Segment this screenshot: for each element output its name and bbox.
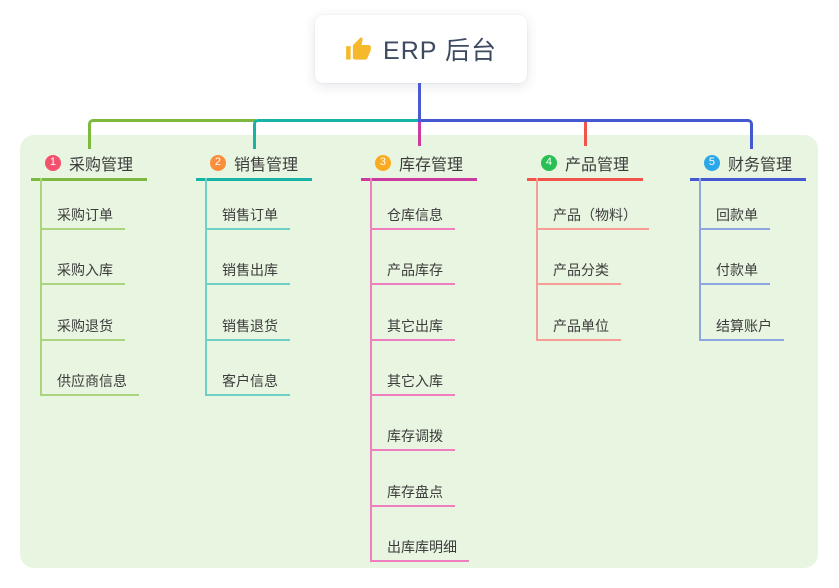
child-node[interactable]: 销售退货 [205, 311, 290, 341]
child-node[interactable]: 产品（物料） [536, 200, 649, 230]
child-node[interactable]: 采购退货 [40, 311, 125, 341]
branch-node-4[interactable]: 4 产品管理 [527, 150, 643, 181]
branch-label: 产品管理 [564, 156, 629, 174]
child-node[interactable]: 结算账户 [699, 311, 784, 341]
branch-label: 销售管理 [233, 156, 298, 174]
thumbs-up-icon [346, 36, 371, 60]
child-node[interactable]: 付款单 [699, 255, 770, 286]
child-node[interactable]: 销售订单 [205, 200, 290, 230]
connector-branch-1 [88, 119, 256, 149]
branch-label: 库存管理 [398, 156, 463, 174]
connector-branch-2 [253, 119, 424, 149]
child-node[interactable]: 产品库存 [370, 255, 455, 286]
branch-badge: 2 [209, 154, 226, 171]
branch-node-5[interactable]: 5 财务管理 [690, 150, 806, 181]
child-node[interactable]: 回款单 [699, 200, 770, 230]
branch-label: 财务管理 [727, 156, 792, 174]
child-tree-line [370, 178, 372, 562]
branch-label: 采购管理 [68, 156, 133, 174]
child-node[interactable]: 库存盘点 [370, 477, 455, 507]
child-node[interactable]: 其它出库 [370, 311, 455, 341]
branch-node-1[interactable]: 1 采购管理 [31, 150, 147, 181]
child-tree-line [205, 178, 207, 396]
child-node[interactable]: 仓库信息 [370, 200, 455, 230]
branch-node-3[interactable]: 3 库存管理 [361, 150, 477, 181]
canvas-panel [20, 135, 818, 568]
child-node[interactable]: 产品分类 [536, 255, 621, 286]
connector-root-trunk [418, 83, 421, 122]
branch-badge: 3 [374, 154, 391, 171]
child-node[interactable]: 采购入库 [40, 255, 125, 286]
child-node[interactable]: 出库库明细 [370, 532, 469, 562]
connector-branch-5 [418, 119, 753, 149]
root-label: ERP 后台 [383, 37, 497, 65]
child-node[interactable]: 其它入库 [370, 366, 455, 396]
connector-branch-3 [418, 122, 421, 146]
child-node[interactable]: 产品单位 [536, 311, 621, 341]
branch-badge: 4 [540, 154, 557, 171]
connector-branch-4 [584, 122, 587, 146]
branch-badge: 1 [44, 154, 61, 171]
child-node[interactable]: 客户信息 [205, 366, 290, 396]
child-tree-line [536, 178, 538, 341]
branch-badge: 5 [703, 154, 720, 171]
child-node[interactable]: 采购订单 [40, 200, 125, 230]
root-node[interactable]: ERP 后台 [315, 15, 527, 83]
child-node[interactable]: 销售出库 [205, 255, 290, 286]
child-tree-line [40, 178, 42, 396]
child-node[interactable]: 库存调拨 [370, 421, 455, 452]
branch-node-2[interactable]: 2 销售管理 [196, 150, 312, 181]
child-tree-line [699, 178, 701, 341]
child-node[interactable]: 供应商信息 [40, 366, 139, 396]
